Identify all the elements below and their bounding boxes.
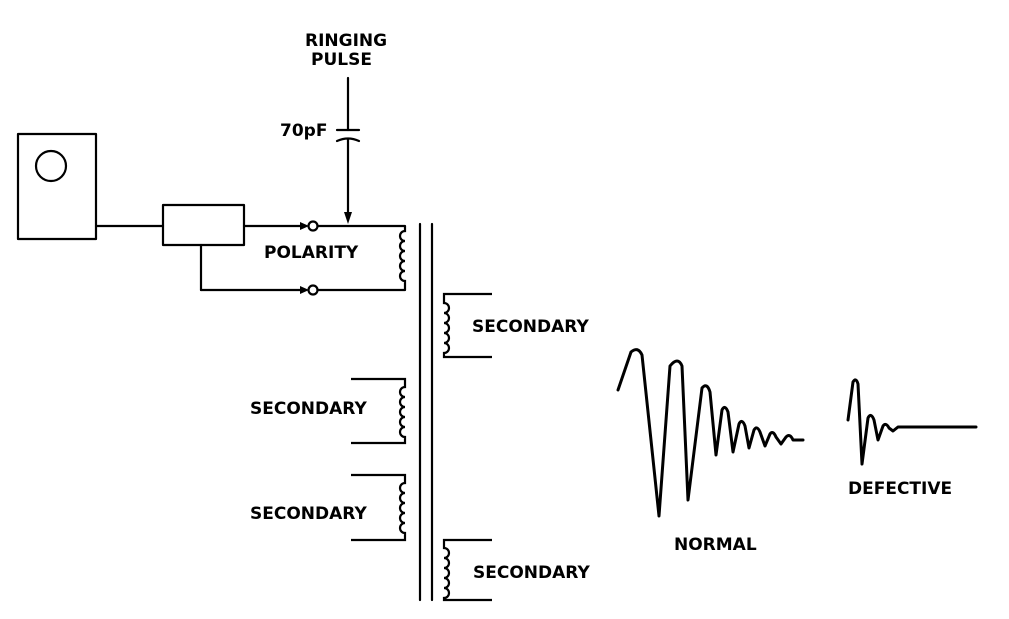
normal-waveform: [616, 348, 805, 518]
oscilloscope-icon: [16, 132, 98, 241]
transformer-core: [418, 222, 434, 602]
secondary-label-right-upper: SECONDARY: [472, 317, 589, 337]
secondary-label-left-upper: SECONDARY: [250, 399, 367, 419]
polarity-terminal-lower: [199, 243, 407, 296]
ringing-pulse-label-line1: RINGING: [305, 31, 387, 51]
polarity-terminal-upper: [242, 220, 407, 232]
probe-box: [161, 203, 246, 247]
secondary-label-left-lower: SECONDARY: [250, 504, 367, 524]
defective-label: DEFECTIVE: [848, 479, 952, 499]
primary-coil: [398, 226, 407, 290]
secondary-winding-right-upper: [442, 292, 492, 359]
secondary-winding-left-upper: [351, 377, 407, 445]
secondary-label-right-lower: SECONDARY: [473, 563, 590, 583]
secondary-winding-right-lower: [442, 538, 492, 602]
secondary-winding-left-lower: [351, 473, 407, 542]
polarity-label: POLARITY: [264, 243, 359, 263]
normal-label: NORMAL: [674, 535, 757, 555]
capacitor-symbol: [335, 76, 361, 224]
ringing-pulse-label-line2: PULSE: [311, 50, 372, 70]
capacitor-value-label: 70pF: [280, 121, 327, 141]
defective-waveform: [846, 378, 978, 466]
